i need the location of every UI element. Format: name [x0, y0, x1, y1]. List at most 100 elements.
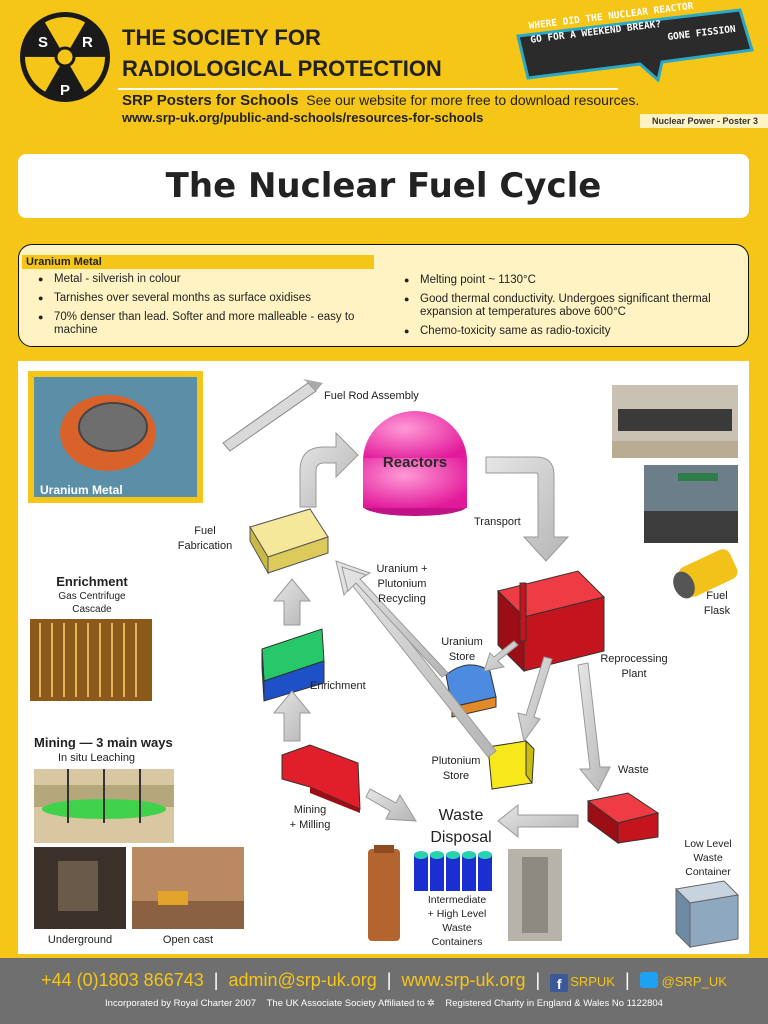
fuel-rod-assembly-label: Fuel Rod Assembly — [324, 390, 419, 402]
info-item: Good thermal conductivity. Undergoes sig… — [404, 293, 734, 319]
plutonium-store-line-2: Store — [442, 770, 470, 782]
footer-website-link[interactable]: www.srp-uk.org — [401, 970, 526, 990]
facebook-icon[interactable]: f — [550, 974, 569, 992]
low-level-line-1: Low Level — [684, 838, 732, 850]
reprocessing-plant-label: Reprocessing Plant — [588, 652, 680, 682]
facebook-handle-link[interactable]: SRPUK — [570, 974, 615, 989]
fuel-flask-label: Fuel Flask — [694, 589, 740, 619]
footer-separator: | — [535, 970, 541, 990]
fuel-fabrication-plant — [249, 508, 329, 575]
copper-waste-canister — [368, 845, 400, 941]
intermediate-level-drums — [478, 851, 492, 891]
twitter-handle-link[interactable]: @SRP_UK — [661, 974, 727, 989]
footer-email-link[interactable]: admin@srp-uk.org — [228, 970, 377, 990]
enrichment-sub-line-1: Gas Centrifuge — [58, 591, 126, 602]
footer-legal-line: Incorporated by Royal Charter 2007 The U… — [0, 998, 768, 1009]
footer-phone[interactable]: +44 (0)1803 866743 — [41, 970, 204, 990]
mining-milling-label: Mining + Milling — [278, 803, 342, 833]
info-item: Metal - silverish in colour — [38, 273, 368, 286]
mining-milling-line-1: Mining — [293, 804, 327, 816]
recycling-label: Uranium + Plutonium Recycling — [364, 562, 440, 607]
joke-speech-bubble — [516, 8, 754, 82]
posters-line: SRP Posters for Schools See our website … — [122, 92, 639, 109]
info-heading: Uranium Metal — [26, 256, 102, 268]
mining-title: Mining — 3 main ways — [34, 735, 173, 750]
waste-disposal-line-1: Waste — [438, 807, 484, 824]
footer-bar — [0, 958, 768, 1024]
irpa-icon: ✲ — [426, 998, 435, 1009]
arrow-mining-to-enrichment — [272, 690, 312, 742]
poster-title: The Nuclear Fuel Cycle — [165, 166, 602, 206]
intermediate-level-drums — [414, 851, 428, 891]
arrow-mining-to-disposal — [365, 788, 417, 822]
fuel-flask-image — [673, 549, 738, 599]
fuel-fabrication-line-1: Fuel — [194, 525, 216, 537]
reprocessing-line-1: Reprocessing — [600, 653, 668, 665]
info-item: Tarnishes over several months as surface… — [38, 292, 368, 305]
reactor-dome — [363, 411, 467, 516]
reprocessing-plant — [497, 570, 605, 673]
arrow-uranium-store-to-fabrication — [341, 566, 449, 678]
fuel-fabrication-line-2: Fabrication — [177, 540, 233, 552]
underground-mine-photo — [34, 847, 126, 929]
logo-letter-s: S — [38, 34, 48, 51]
intermediate-line-1: Intermediate — [427, 894, 487, 906]
posters-description: See our website for more free to downloa… — [306, 92, 640, 108]
open-cast-mine-photo — [132, 847, 244, 929]
uranium-metal-photo-label: Uranium Metal — [40, 483, 123, 497]
info-list-left: Metal - silverish in colour Tarnishes ov… — [38, 273, 368, 343]
intermediate-line-4: Containers — [431, 936, 483, 948]
info-item: Melting point ~ 1130°C — [404, 274, 734, 287]
posters-label: SRP Posters for Schools — [122, 92, 299, 109]
uranium-store-label: Uranium Store — [426, 635, 498, 665]
info-heading-bar — [22, 255, 374, 269]
fuel-flask-line-2: Flask — [703, 605, 731, 617]
plutonium-store-line-1: Plutonium — [431, 755, 481, 767]
footer-separator: | — [386, 970, 392, 990]
info-item: Chemo-toxicity same as radio-toxicity — [404, 325, 734, 338]
plutonium-store-label: Plutonium Store — [418, 754, 494, 784]
enrichment-subtitle: Gas Centrifuge Cascade — [34, 590, 150, 616]
transport-ship-photo — [644, 465, 738, 543]
low-level-line-2: Waste — [693, 852, 723, 864]
underground-label: Underground — [47, 934, 113, 946]
affiliation-text: The UK Associate Society Affiliated to — [266, 998, 425, 1009]
org-name-line-2: RADIOLOGICAL PROTECTION — [122, 56, 442, 81]
enrichment-plant — [261, 628, 325, 702]
info-list-right: Melting point ~ 1130°C Good thermal cond… — [404, 274, 734, 344]
arrow-reprocessing-to-plutonium-store — [517, 656, 553, 743]
mining-milling-line-2: + Milling — [289, 819, 331, 831]
arrow-reactor-to-reprocessing — [485, 456, 570, 562]
info-item: 70% denser than lead. Softer and more ma… — [38, 311, 368, 337]
organisation-name: THE SOCIETY FOR RADIOLOGICAL PROTECTION — [122, 22, 482, 84]
arrow-waste-to-disposal — [497, 803, 579, 839]
org-name-line-1: THE SOCIETY FOR — [122, 25, 321, 50]
fuel-fabrication-label: Fuel Fabrication — [168, 524, 242, 554]
in-situ-leaching-diagram — [34, 769, 174, 843]
intermediate-container-label: Intermediate + High Level Waste Containe… — [416, 893, 498, 949]
fuel-cycle-diagram: Uranium Metal Fuel Rod Assembly Reactors… — [18, 361, 749, 954]
uranium-store-line-1: Uranium — [441, 636, 483, 648]
recycling-line-3: Recycling — [378, 593, 426, 605]
arrow-reprocessing-to-waste — [577, 662, 611, 792]
resources-url-link[interactable]: www.srp-uk.org/public-and-schools/resour… — [122, 110, 484, 125]
poster-number: Nuclear Power - Poster 3 — [652, 116, 759, 126]
header-divider — [118, 88, 618, 90]
arrow-enrichment-to-fabrication — [272, 578, 312, 626]
open-cast-label: Open cast — [162, 934, 214, 946]
footer-separator: | — [624, 970, 630, 990]
concrete-waste-container — [508, 849, 562, 941]
intermediate-level-drums — [430, 851, 444, 891]
waste-label: Waste — [618, 764, 649, 776]
low-level-waste-container — [674, 880, 740, 949]
recycling-line-2: Plutonium — [377, 578, 427, 590]
reactors-label: Reactors — [382, 454, 448, 471]
gas-centrifuge-photo — [30, 619, 152, 701]
mining-milling-plant — [281, 744, 361, 813]
royal-charter-text: Incorporated by Royal Charter 2007 — [105, 998, 257, 1009]
logo-letter-p: P — [60, 82, 70, 99]
plutonium-store — [487, 739, 535, 790]
fuel-flask-line-1: Fuel — [706, 590, 728, 602]
twitter-icon[interactable] — [639, 972, 658, 988]
enrichment-title: Enrichment — [56, 574, 128, 589]
